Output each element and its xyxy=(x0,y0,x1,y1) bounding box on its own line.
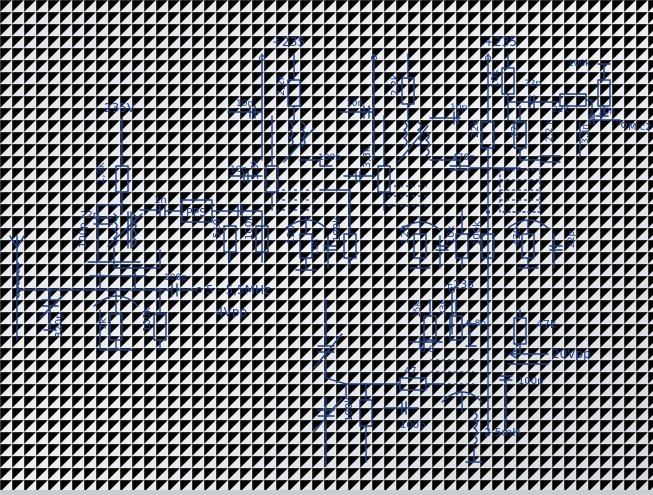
label-r100k-d: 100k xyxy=(472,221,483,246)
label-c33n: 3,3n xyxy=(581,124,591,144)
antenna-input-section xyxy=(9,235,166,341)
label-c470p: 470p xyxy=(452,153,475,163)
label-c100p-a: 100p xyxy=(78,223,89,248)
pps-block xyxy=(159,199,233,223)
label-c22n-b: 2,2 n xyxy=(545,119,555,142)
label-r33k-b: 3,3k xyxy=(362,146,373,168)
detector-section xyxy=(93,283,202,351)
label-v235-mid: +235 xyxy=(272,35,305,49)
label-r22k-d: 22k xyxy=(552,105,569,115)
label-c10n-d: 10n xyxy=(346,99,363,109)
label-freq: 5 - 5,5MHz xyxy=(206,283,270,297)
first-stage xyxy=(87,117,161,291)
label-l25mh: 2,5mH xyxy=(484,426,520,439)
label-c22n-a: 22n xyxy=(80,210,99,221)
label-r1k: 1k xyxy=(98,318,109,330)
label-r120: 120 xyxy=(286,225,297,244)
label-mic2: M.c2 xyxy=(628,122,652,133)
label-r47: 47 xyxy=(404,366,417,377)
voltage-arrow xyxy=(509,348,549,360)
label-c10n-e: 10n xyxy=(598,107,615,117)
label-r100k-e: 100k xyxy=(142,307,153,332)
third-stage xyxy=(339,53,489,269)
label-r100k-a: 100k xyxy=(244,215,255,240)
label-c10p: 10p xyxy=(450,103,467,113)
label-r430: 430 xyxy=(512,227,523,246)
label-vpp4: 4Vpp xyxy=(216,305,247,319)
oscillator-section xyxy=(313,287,549,467)
label-c100p-c: 100p xyxy=(164,273,187,283)
label-r10k-b: 10k xyxy=(490,69,501,88)
label-c10n-c: 10n xyxy=(311,239,321,256)
label-c100p-d: 100p xyxy=(518,376,543,387)
label-c320p: 320p xyxy=(54,313,65,338)
label-v20pp: 20Vpp xyxy=(552,347,591,361)
label-r10k-a: 10k xyxy=(446,225,457,244)
label-r15k: 15k xyxy=(413,301,423,318)
label-c68: 6,8 xyxy=(420,345,435,355)
label-pps: PPS xyxy=(186,206,206,219)
label-c100p-e: 100p xyxy=(400,420,425,431)
label-r100k-c: 100k xyxy=(568,59,591,69)
label-v235-left: 235V xyxy=(104,101,136,115)
label-r120b: 120 xyxy=(400,225,411,244)
label-c1n: 1n xyxy=(154,195,167,206)
label-r22k-c: 22k xyxy=(470,119,481,138)
label-v235-bottom: +235 xyxy=(444,278,474,291)
label-r18k: 1,8k xyxy=(96,162,107,184)
label-c100p-b: 100p xyxy=(318,153,341,163)
label-c22p-b: 22p xyxy=(567,231,577,248)
label-r22k-b: 2,2k xyxy=(390,74,401,96)
label-r510: 510 xyxy=(212,219,223,238)
label-r100k-f: 100k xyxy=(344,397,355,422)
output-stage xyxy=(481,53,627,431)
second-stage xyxy=(223,53,357,271)
label-r22k-e: 22k xyxy=(510,119,521,138)
label-c10n-b: 10n xyxy=(230,165,247,175)
label-c10n-a: 10n xyxy=(236,99,253,109)
label-r22k-a: 2,2k xyxy=(276,74,287,96)
label-r47k: 47k xyxy=(536,318,557,331)
labels: 235V +235 +235 +235 1,8k 22n 100p 1n PPS… xyxy=(54,35,652,439)
label-c68n: 6,8n xyxy=(466,319,486,329)
label-r33k-c: 33k xyxy=(439,299,449,316)
label-c22p-a: 22p xyxy=(524,79,541,89)
label-v235-right: +235 xyxy=(484,35,517,49)
label-r100k-b: 100k xyxy=(332,217,343,242)
label-r33k-a: 3,3k xyxy=(250,158,261,180)
